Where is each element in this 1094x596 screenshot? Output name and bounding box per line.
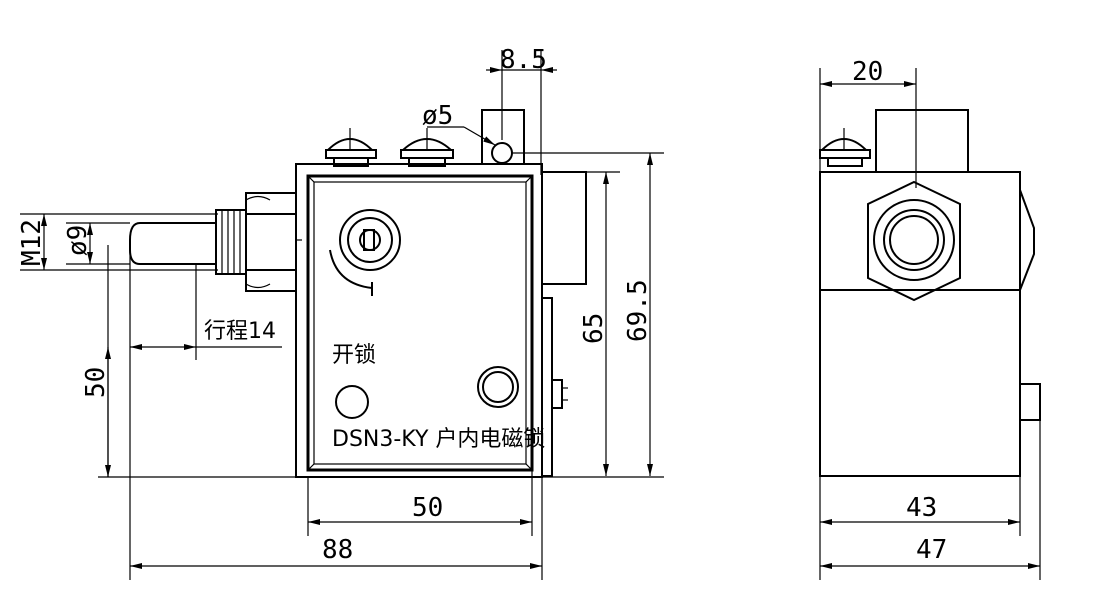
screw-right — [400, 128, 454, 167]
unlock-label: 开锁 — [332, 343, 376, 368]
model-label: DSN3-KY 户内电磁锁 — [332, 427, 545, 452]
unlock-button — [335, 385, 369, 419]
side-body-top — [819, 171, 1021, 291]
coil-box — [541, 171, 587, 285]
tab-hole — [491, 142, 513, 164]
dim-stroke-14: 行程14 — [204, 319, 276, 344]
plunger — [129, 222, 216, 265]
threaded-sleeve — [215, 209, 247, 275]
front-dimensions: 8.5 ø5 65 69.5 M12 ø9 行程14 50 — [17, 45, 664, 580]
dim-m12: M12 — [17, 219, 47, 266]
side-bracket — [875, 109, 969, 173]
indicator-lamp — [477, 366, 519, 408]
dim-20: 20 — [852, 57, 883, 87]
dim-50-vertical: 50 — [81, 367, 111, 398]
screw-left — [325, 128, 377, 167]
side-hex-nut — [867, 180, 961, 302]
dim-47: 47 — [916, 535, 947, 565]
side-body — [819, 289, 1021, 477]
dim-8-5: 8.5 — [500, 45, 547, 75]
dim-65: 65 — [579, 313, 609, 344]
mounting-tab — [481, 109, 525, 165]
dim-phi5: ø5 — [422, 101, 453, 131]
side-view — [819, 109, 1041, 477]
body-bezel — [306, 174, 534, 472]
dim-50-horizontal: 50 — [412, 493, 443, 523]
dim-phi9: ø9 — [63, 225, 93, 256]
side-dimensions: 20 43 47 — [819, 57, 1041, 580]
dim-43: 43 — [906, 493, 937, 523]
dim-69-5: 69.5 — [623, 279, 653, 342]
front-view — [129, 109, 587, 478]
hex-nut — [245, 192, 302, 292]
keyhole — [329, 209, 401, 296]
side-screw — [819, 128, 871, 167]
dim-88: 88 — [322, 535, 353, 565]
